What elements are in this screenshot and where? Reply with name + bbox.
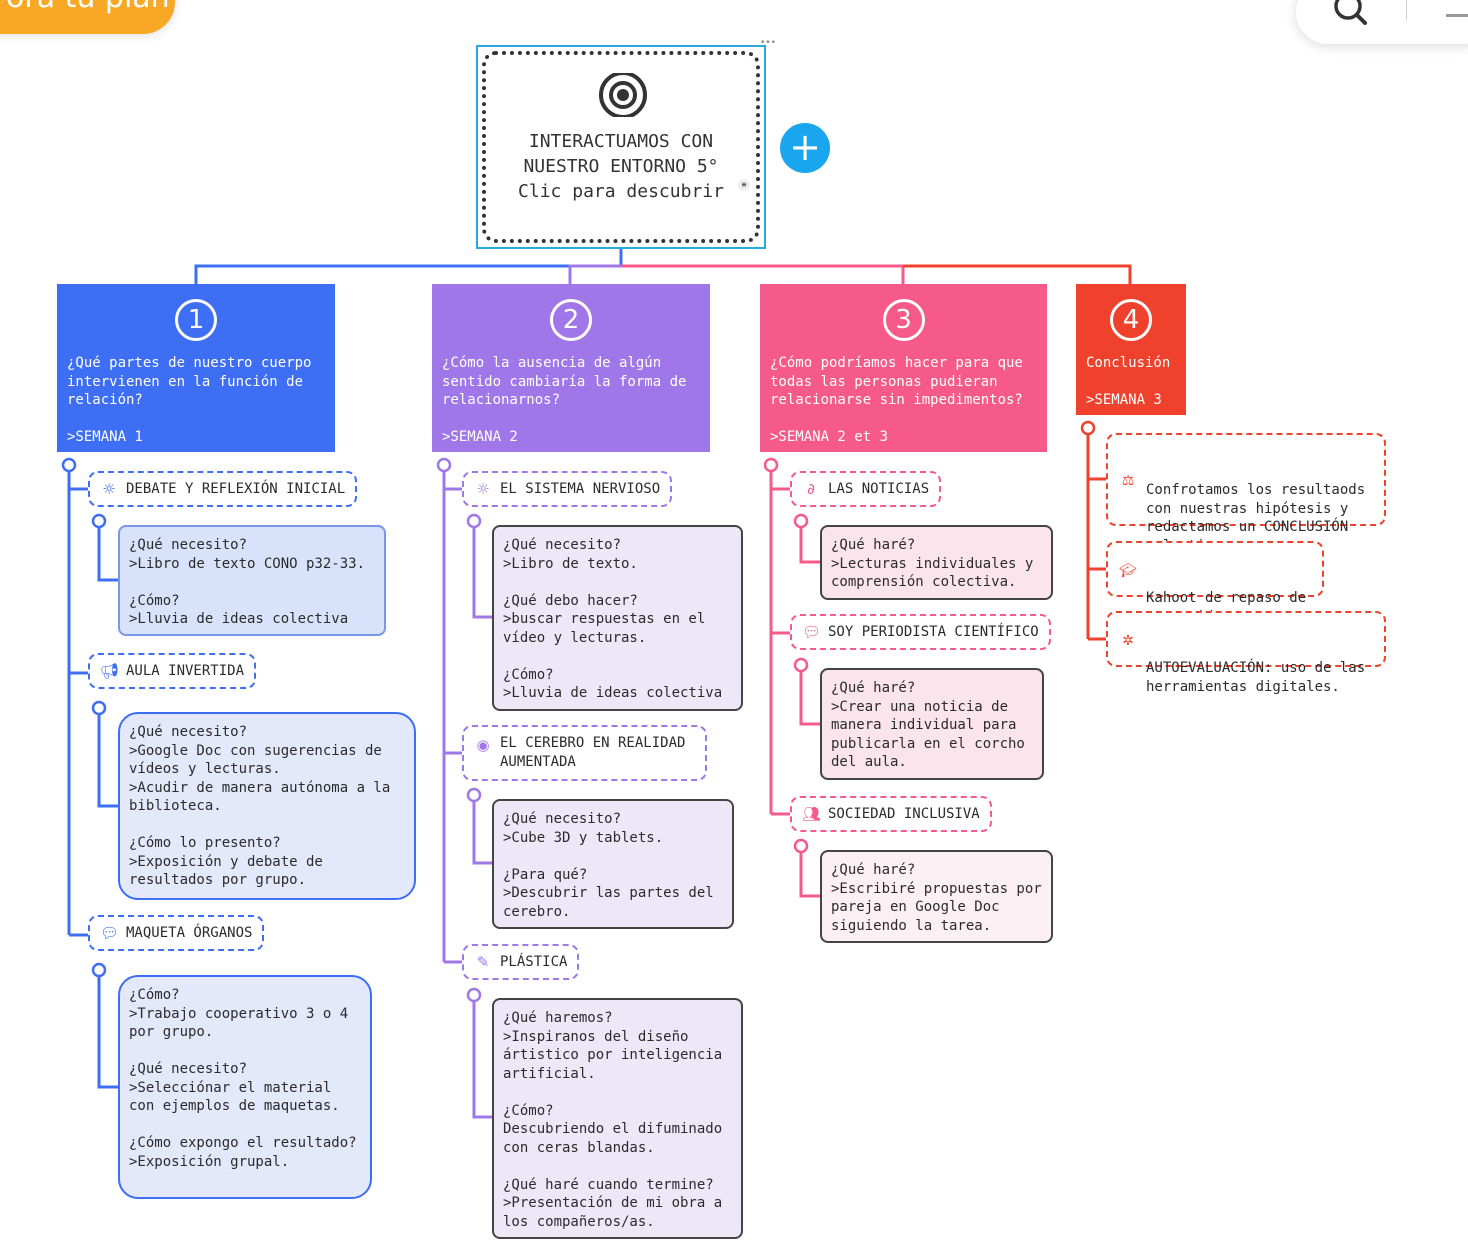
topic-label: MAQUETA ÓRGANOS (126, 925, 253, 941)
note-icon[interactable]: ≡ (738, 179, 750, 191)
minus-icon[interactable] (1446, 14, 1468, 17)
detail-card[interactable]: ¿Qué necesito? >Cube 3D y tablets. ¿Para… (492, 799, 734, 929)
column-question: ¿Cómo la ausencia de algún sentido cambi… (442, 355, 687, 408)
scale-icon: ⚖ (1121, 473, 1135, 489)
root-selection-frame (476, 45, 766, 249)
column-week: >SEMANA 2 et 3 (770, 428, 889, 445)
lightbulb-icon: ☼ (476, 480, 490, 498)
root-title: INTERACTUAMOS CON NUESTRO ENTORNO 5° (523, 131, 719, 177)
toolbar-pill (1296, 0, 1468, 44)
root-node[interactable]: INTERACTUAMOS CON NUESTRO ENTORNO 5° Cli… (482, 51, 760, 243)
note-text: AUTOEVALUACIÓN: uso de las herramientas … (1146, 660, 1366, 695)
topic-pill[interactable]: ✎ PLÁSTICA (462, 944, 580, 980)
topic-pill[interactable]: ◉ EL CEREBRO EN REALIDAD AUMENTADA (462, 725, 707, 781)
column-week: >SEMANA 3 (1086, 391, 1162, 408)
create-plan-button[interactable]: ora tu plan (0, 0, 175, 34)
topic-pill[interactable]: 💬︎ SOY PERIODISTA CIENTÍFICO (790, 614, 1051, 650)
toolbar-divider (1406, 0, 1407, 20)
detail-card[interactable]: ¿Qué necesito? >Libro de texto CONO p32-… (118, 525, 386, 636)
topic-pill[interactable]: 📢︎ AULA INVERTIDA (88, 653, 257, 689)
more-options-icon[interactable]: ••• (760, 38, 776, 48)
chat-bubbles-icon: 💬︎ (100, 924, 120, 942)
conclusion-note[interactable]: ⚖ Confrotamos los resultaods con nuestra… (1106, 433, 1386, 554)
eye-icon: ◉ (476, 736, 490, 754)
topic-label: SOY PERIODISTA CIENTÍFICO (828, 624, 1039, 640)
topic-pill[interactable]: ☼ EL SISTEMA NERVIOSO (462, 471, 673, 507)
conclusion-note[interactable]: 🎓︎ Kahoot de repaso de contenidos. (1106, 541, 1324, 625)
graduation-cap-icon: 🎓︎ (1119, 563, 1137, 579)
topic-pill[interactable]: ☼ DEBATE Y REFLEXIÓN INICIAL (88, 471, 358, 507)
step-number: 3 (882, 299, 925, 341)
conclusion-note[interactable]: ✲ AUTOEVALUACIÓN: uso de las herramienta… (1106, 611, 1386, 695)
column-question: ¿Cómo podríamos hacer para que todas las… (770, 355, 1023, 408)
column-header-2[interactable]: 2 ¿Cómo la ausencia de algún sentido cam… (432, 284, 710, 452)
topic-label: PLÁSTICA (500, 954, 568, 970)
topic-pill[interactable]: ∂ LAS NOTICIAS (790, 471, 942, 507)
detail-card[interactable]: ¿Qué haré? >Crear una noticia de manera … (820, 668, 1044, 780)
detail-card[interactable]: ¿Qué haré? >Escribiré propuestas por par… (820, 850, 1053, 943)
column-header-3[interactable]: 3 ¿Cómo podríamos hacer para que todas l… (760, 284, 1047, 452)
detail-card[interactable]: ¿Qué haremos? >Inspiranos del diseño árt… (492, 998, 743, 1239)
topic-pill[interactable]: 👥︎ SOCIEDAD INCLUSIVA (790, 796, 992, 832)
detail-card[interactable]: ¿Cómo? >Trabajo cooperativo 3 o 4 por gr… (118, 975, 372, 1199)
root-subtitle: Clic para descubrir (518, 181, 724, 202)
lightbulb-icon: ☼ (102, 480, 116, 498)
column-question: ¿Qué partes de nuestro cuerpo interviene… (67, 355, 312, 408)
column-week: >SEMANA 1 (67, 428, 143, 445)
topic-label: LAS NOTICIAS (828, 481, 930, 497)
group-icon: ✲ (1122, 633, 1134, 649)
topic-label: SOCIEDAD INCLUSIVA (828, 806, 980, 822)
topic-label: EL SISTEMA NERVIOSO (500, 481, 661, 497)
people-icon: 👥︎ (802, 805, 822, 823)
chat-bubbles-icon: 💬︎ (802, 623, 822, 641)
detail-card[interactable]: ¿Qué haré? >Lecturas individuales y comp… (820, 525, 1053, 600)
detail-card[interactable]: ¿Qué necesito? >Google Doc con sugerenci… (118, 712, 416, 900)
column-question: Conclusión (1086, 355, 1171, 371)
topic-label: AULA INVERTIDA (126, 663, 245, 679)
eye-icon (599, 73, 647, 117)
step-number: 2 (550, 299, 592, 341)
column-week: >SEMANA 2 (442, 428, 518, 445)
topic-pill[interactable]: 💬︎ MAQUETA ÓRGANOS (88, 915, 265, 951)
step-number: 1 (175, 299, 217, 341)
topic-label: DEBATE Y REFLEXIÓN INICIAL (126, 481, 346, 497)
step-number: 4 (1110, 299, 1152, 341)
topic-label: EL CEREBRO EN REALIDAD AUMENTADA (500, 735, 686, 770)
column-header-1[interactable]: 1 ¿Qué partes de nuestro cuerpo intervie… (57, 284, 335, 452)
detail-card[interactable]: ¿Qué necesito? >Libro de texto. ¿Qué deb… (492, 525, 743, 711)
column-header-4[interactable]: 4 Conclusión >SEMANA 3 (1076, 284, 1186, 415)
megaphone-icon: 📢︎ (100, 662, 120, 680)
pencil-icon: ✎ (476, 953, 490, 971)
add-node-button[interactable]: + (780, 123, 830, 173)
paperclip-icon: ∂ (807, 480, 815, 498)
search-icon[interactable] (1330, 0, 1370, 30)
